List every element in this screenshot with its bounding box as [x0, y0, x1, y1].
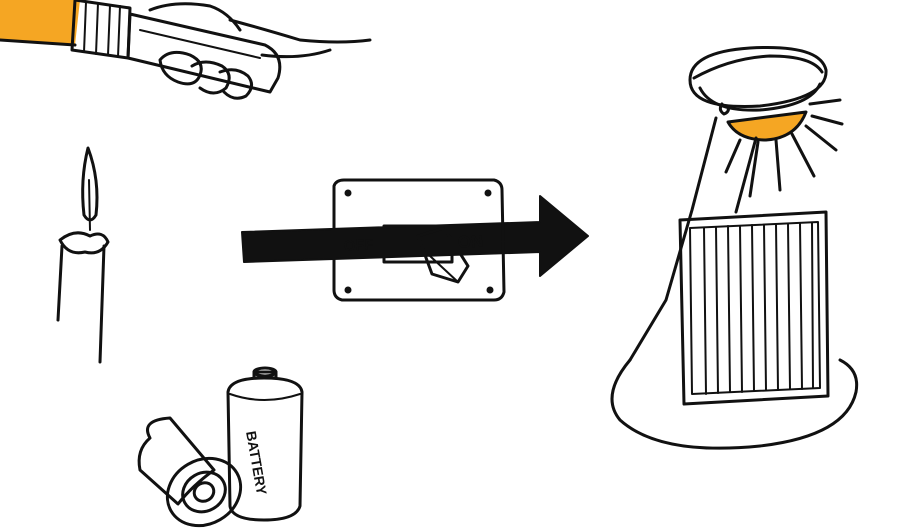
flashlight-icon [0, 0, 372, 100]
switch-off-label: OFF [343, 236, 374, 255]
batteries-icon: BATTERY [137, 366, 304, 528]
light-switch-icon: OFF ON [241, 178, 589, 302]
candle-icon [56, 146, 110, 364]
solar-lantern-icon [610, 46, 859, 450]
switch-on-label: ON [457, 232, 483, 252]
battery-label: BATTERY [243, 430, 270, 497]
arrow-icon [241, 195, 589, 277]
